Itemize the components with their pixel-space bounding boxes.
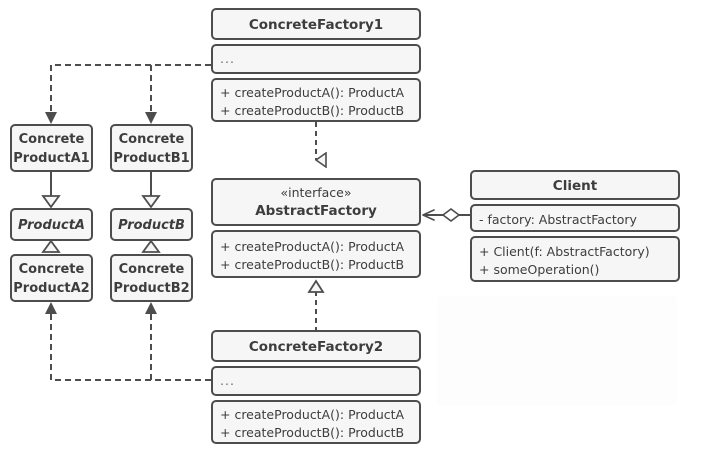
class-concreteproductb1[interactable]: Concrete ProductB1 [110, 124, 193, 172]
concretefactory1-name: ConcreteFactory1 [248, 17, 384, 33]
concretefactory2-operation-0: + createProductA(): ProductA [220, 407, 405, 422]
abstractfactory-operation-0: + createProductA(): ProductA [220, 239, 405, 254]
concretefactory2-attributes-text: ... [220, 373, 235, 388]
client-operation-1: + someOperation() [479, 262, 600, 277]
edge-cf2-creates-cpb2 [145, 302, 157, 380]
class-productb[interactable]: ProductB [110, 208, 193, 241]
concretefactory1-header: ConcreteFactory1 [211, 8, 421, 40]
edge-cf2-creates-cpa2 [45, 302, 211, 381]
edge-cf1-creates-cpa1 [45, 64, 211, 124]
abstractfactory-operations: + createProductA(): ProductA + createPro… [211, 230, 421, 278]
concretefactory1-attributes-text: ... [220, 51, 235, 66]
concretefactory2-header: ConcreteFactory2 [211, 330, 421, 362]
class-concreteproductb2[interactable]: Concrete ProductB2 [110, 254, 193, 302]
abstractfactory-header: «interface» AbstractFactory [211, 178, 421, 226]
concreteproducta1-line2: ProductA1 [13, 151, 90, 166]
producta-name: ProductA [17, 218, 85, 233]
abstractfactory-operation-1: + createProductB(): ProductB [220, 257, 405, 272]
client-name: Client [552, 178, 598, 194]
concretefactory1-attributes: ... [211, 44, 421, 74]
abstractfactory-stereotype: «interface» [280, 185, 352, 200]
edge-cf1-creates-cpb1 [145, 65, 157, 124]
edge-cpa1-generalizes-producta [41, 172, 61, 209]
concreteproductb2-line2: ProductB2 [113, 281, 190, 296]
concretefactory2-name: ConcreteFactory2 [248, 339, 384, 355]
concreteproducta1-line1: Concrete [18, 132, 85, 147]
client-operation-0: + Client(f: AbstractFactory) [479, 244, 650, 259]
concretefactory2-operation-1: + createProductB(): ProductB [220, 425, 405, 440]
class-concretefactory1[interactable]: ConcreteFactory1 ... + createProductA():… [211, 8, 421, 122]
productb-name: ProductB [118, 218, 185, 233]
concretefactory2-attributes: ... [211, 366, 421, 396]
client-header: Client [470, 170, 680, 200]
class-abstractfactory[interactable]: «interface» AbstractFactory + createProd… [211, 178, 421, 280]
class-client[interactable]: Client - factory: AbstractFactory + Clie… [470, 170, 680, 284]
concreteproductb2-line1: Concrete [118, 262, 185, 277]
concretefactory1-operations: + createProductA(): ProductA + createPro… [211, 78, 421, 122]
abstractfactory-name: AbstractFactory [255, 203, 377, 219]
client-attributes: - factory: AbstractFactory [470, 204, 680, 232]
class-producta[interactable]: ProductA [10, 208, 93, 241]
edge-client-aggregates-abstractfactory [422, 208, 470, 222]
concreteproducta2-line1: Concrete [18, 262, 85, 277]
class-concreteproducta2[interactable]: Concrete ProductA2 [10, 254, 93, 302]
concretefactory1-operation-0: + createProductA(): ProductA [220, 85, 405, 100]
edge-cf2-realizes-abstractfactory [307, 279, 325, 332]
edge-cpa2-generalizes-producta [41, 239, 61, 253]
concreteproductb1-line2: ProductB1 [113, 151, 190, 166]
concreteproductb1-line1: Concrete [118, 132, 185, 147]
client-operations: + Client(f: AbstractFactory) + someOpera… [470, 236, 680, 282]
edge-cpb1-generalizes-productb [141, 172, 161, 209]
concretefactory1-operation-1: + createProductB(): ProductB [220, 103, 405, 118]
concreteproducta2-line2: ProductA2 [13, 281, 90, 296]
edge-cpb2-generalizes-productb [141, 239, 161, 253]
client-attribute-0: - factory: AbstractFactory [479, 212, 637, 227]
class-concretefactory2[interactable]: ConcreteFactory2 ... + createProductA():… [211, 330, 421, 444]
class-concreteproducta1[interactable]: Concrete ProductA1 [10, 124, 93, 172]
watermark-artifact [437, 296, 677, 406]
concretefactory2-operations: + createProductA(): ProductA + createPro… [211, 400, 421, 444]
